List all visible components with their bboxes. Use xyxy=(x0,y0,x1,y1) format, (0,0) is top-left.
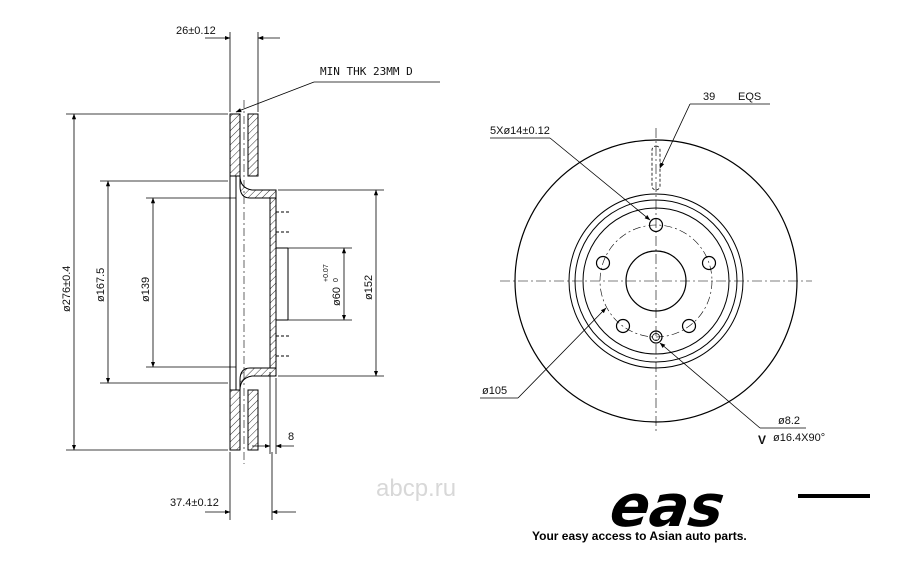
section-mounting-face xyxy=(269,197,277,369)
section-inner-plate-bottom xyxy=(247,389,259,451)
section-inner-plate-top xyxy=(247,113,259,177)
diameter-139-label: ø139 xyxy=(140,277,152,302)
slots-note: EQS xyxy=(738,91,761,103)
bolt-hole-5 xyxy=(595,255,611,271)
hub-bore-tol-upper: +0.07 xyxy=(323,264,330,282)
section-hat-top xyxy=(239,175,277,199)
front-view-leaders xyxy=(480,103,806,429)
bolt-hole-3 xyxy=(681,318,697,334)
diameter-152-label: ø152 xyxy=(363,275,375,300)
outer-diameter-label: ø276±0.4 xyxy=(61,266,73,312)
diameter-1675-label: ø167.5 xyxy=(95,268,107,302)
countersink-mark: V xyxy=(758,433,766,447)
side-section-view xyxy=(229,100,290,464)
section-outer-plate-top xyxy=(229,113,241,177)
front-view-labels: 5Xø14±0.12 39 EQS ø105 ø8.2 V ø16.4X90° xyxy=(482,91,825,447)
bolt-hole-2 xyxy=(701,255,717,271)
bolt-hole-1 xyxy=(648,217,664,233)
slots-label: 39 xyxy=(703,91,715,103)
hub-bore-label: ø60 xyxy=(331,287,343,306)
pcd-label: ø105 xyxy=(482,385,507,397)
pilot-hole xyxy=(649,330,663,344)
overall-height-label: 37.4±0.12 xyxy=(170,497,219,509)
hub-bore-tol-lower: 0 xyxy=(333,278,340,282)
flange-label: 8 xyxy=(288,431,294,443)
watermark: abcp.ru xyxy=(376,475,456,502)
section-hat-bottom xyxy=(239,367,277,391)
countersink-label: ø16.4X90° xyxy=(773,432,825,444)
bolt-holes-label: 5Xø14±0.12 xyxy=(490,125,550,137)
brand-logo-text: eas xyxy=(606,472,728,540)
bolt-hole-4 xyxy=(615,318,631,334)
vent-slot xyxy=(651,145,661,191)
watermark-text: abcp.ru xyxy=(376,475,456,502)
section-outer-plate-bottom xyxy=(229,389,241,451)
brand-tagline: Your easy access to Asian auto parts. xyxy=(532,529,747,543)
brand-logo: eas Your easy access to Asian auto parts… xyxy=(532,472,870,543)
front-view xyxy=(500,128,812,434)
thickness-top-label: 26±0.12 xyxy=(176,25,216,37)
side-view-labels: 26±0.12 37.4±0.12 MIN THK 23MM D ø276±0.… xyxy=(61,25,413,509)
min-thickness-note: MIN THK 23MM D xyxy=(320,65,413,78)
side-view-dimensions xyxy=(66,32,440,520)
pilot-hole-label: ø8.2 xyxy=(778,415,800,427)
